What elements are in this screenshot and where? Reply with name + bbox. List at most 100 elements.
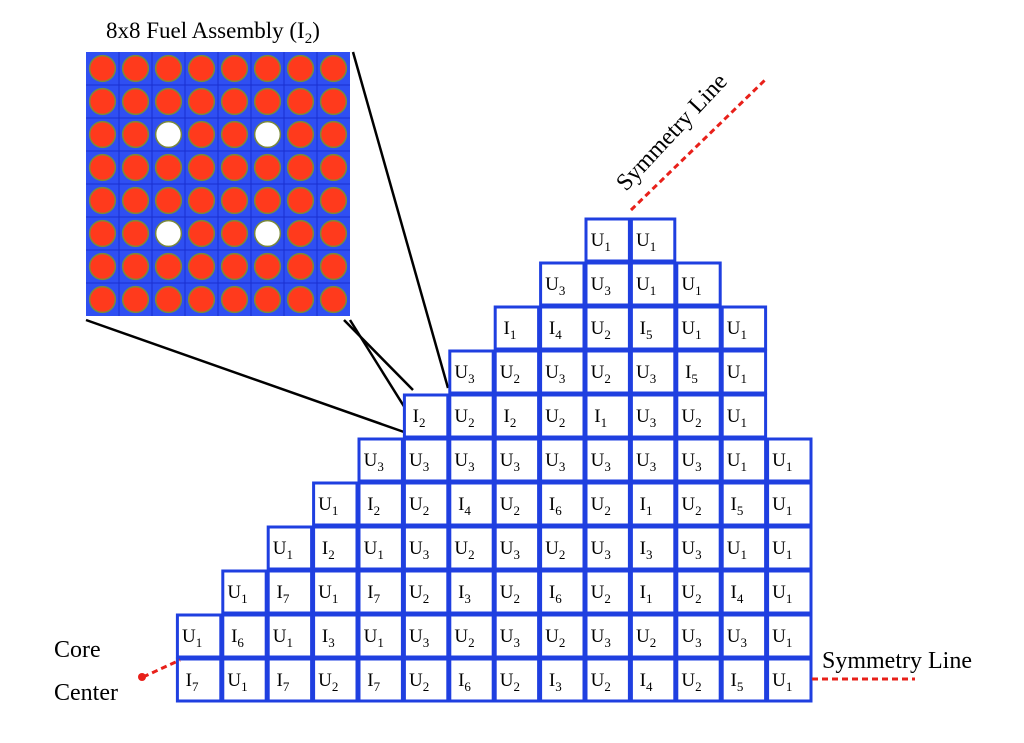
core-cell-box <box>584 261 631 307</box>
core-cell-box <box>493 437 541 483</box>
core-cell-label: I6 <box>549 582 562 606</box>
core-cell: I2 <box>402 393 450 439</box>
core-cell-box <box>448 437 495 483</box>
water-rod <box>154 219 183 248</box>
fuel-rod <box>121 252 150 281</box>
fuel-rod <box>253 153 282 182</box>
core-cell: U2 <box>675 481 722 527</box>
core-cell: U2 <box>493 569 541 615</box>
core-cell-box <box>312 525 359 571</box>
core-cell-box <box>629 525 677 571</box>
core-cell-label: U3 <box>727 626 747 650</box>
core-cell-label: U2 <box>500 582 520 606</box>
core-cell: I5 <box>629 305 677 351</box>
core-cell-label: U1 <box>182 626 202 650</box>
core-cell-label: I4 <box>458 494 471 518</box>
core-cell-label: U2 <box>545 538 565 562</box>
core-cell: U3 <box>448 349 495 395</box>
fuel-rod <box>286 54 315 83</box>
core-cell: I3 <box>629 525 677 571</box>
core-cell: U1 <box>766 613 813 659</box>
core-cell-label: U2 <box>681 494 701 518</box>
core-cell: U1 <box>720 437 768 483</box>
fuel-rod <box>220 252 249 281</box>
fuel-rod <box>154 153 183 182</box>
core-cell: U2 <box>584 657 631 703</box>
fuel-rod <box>253 285 282 314</box>
core-cell-box <box>539 261 586 307</box>
core-cell: I6 <box>539 569 586 615</box>
core-cell: U2 <box>493 481 541 527</box>
core-cell: U3 <box>629 437 677 483</box>
fuel-rod <box>319 186 348 215</box>
core-cell: U3 <box>629 349 677 395</box>
fuel-rod <box>154 186 183 215</box>
core-cell-label: U2 <box>409 582 429 606</box>
core-cell: U2 <box>312 657 359 703</box>
core-cell: U2 <box>584 349 631 395</box>
fuel-rod <box>319 120 348 149</box>
water-rod <box>253 219 282 248</box>
core-cell: U3 <box>675 525 722 571</box>
core-cell-box <box>584 613 631 659</box>
core-cell-label: U1 <box>364 538 384 562</box>
core-cell-box <box>539 481 586 527</box>
core-cell: U2 <box>675 657 722 703</box>
core-cell-box <box>766 437 813 483</box>
fuel-rod <box>187 186 216 215</box>
core-cell-label: U1 <box>318 494 338 518</box>
core-cell-box <box>357 437 404 483</box>
core-cell-box <box>539 349 586 395</box>
core-cell-label: U3 <box>681 538 701 562</box>
core-cell: I7 <box>357 657 404 703</box>
core-cell: U2 <box>539 613 586 659</box>
core-cell: U1 <box>675 261 722 307</box>
core-cell: U2 <box>448 525 495 571</box>
core-cell-label: I5 <box>730 670 743 694</box>
core-cell-box <box>675 481 722 527</box>
core-cell-label: I1 <box>594 406 607 430</box>
core-cell-box <box>675 437 722 483</box>
fuel-rod <box>187 120 216 149</box>
fuel-rod <box>220 87 249 116</box>
core-cell-box <box>448 349 495 395</box>
core-cell-label: U1 <box>727 450 747 474</box>
inset-title: 8x8 Fuel Assembly (I2) <box>106 18 320 47</box>
core-cell-box <box>584 569 631 615</box>
core-cell-label: I3 <box>640 538 653 562</box>
core-cell: U2 <box>448 393 495 439</box>
core-cell-box <box>675 613 722 659</box>
fuel-rod <box>253 252 282 281</box>
core-cell-label: I2 <box>367 494 380 518</box>
core-cell-label: U2 <box>681 670 701 694</box>
core-cell-box <box>312 613 359 659</box>
core-cell-box <box>720 613 768 659</box>
core-cell: U3 <box>493 613 541 659</box>
core-cell-label: U3 <box>409 450 429 474</box>
core-cell-label: U2 <box>681 582 701 606</box>
fuel-rod <box>121 219 150 248</box>
core-center-marker <box>138 673 146 681</box>
fuel-rod <box>187 87 216 116</box>
zoom-connector-lines <box>85 51 450 434</box>
core-cell: U3 <box>584 613 631 659</box>
core-cell: I1 <box>629 569 677 615</box>
core-cell: U1 <box>357 613 404 659</box>
core-cell: I2 <box>357 481 404 527</box>
core-cell-box <box>584 437 631 483</box>
core-cell-box <box>221 569 268 615</box>
core-cell-box <box>402 481 450 527</box>
core-cell: U1 <box>720 305 768 351</box>
fuel-rod <box>220 186 249 215</box>
core-cell: U1 <box>357 525 404 571</box>
core-cell-label: U2 <box>454 626 474 650</box>
core-cell-label: I7 <box>276 670 289 694</box>
core-cell: I7 <box>357 569 404 615</box>
core-cell-box <box>266 525 314 571</box>
core-cell-box <box>221 657 268 703</box>
fuel-rod <box>220 120 249 149</box>
core-cell-box <box>357 569 404 615</box>
core-cell-box <box>629 437 677 483</box>
